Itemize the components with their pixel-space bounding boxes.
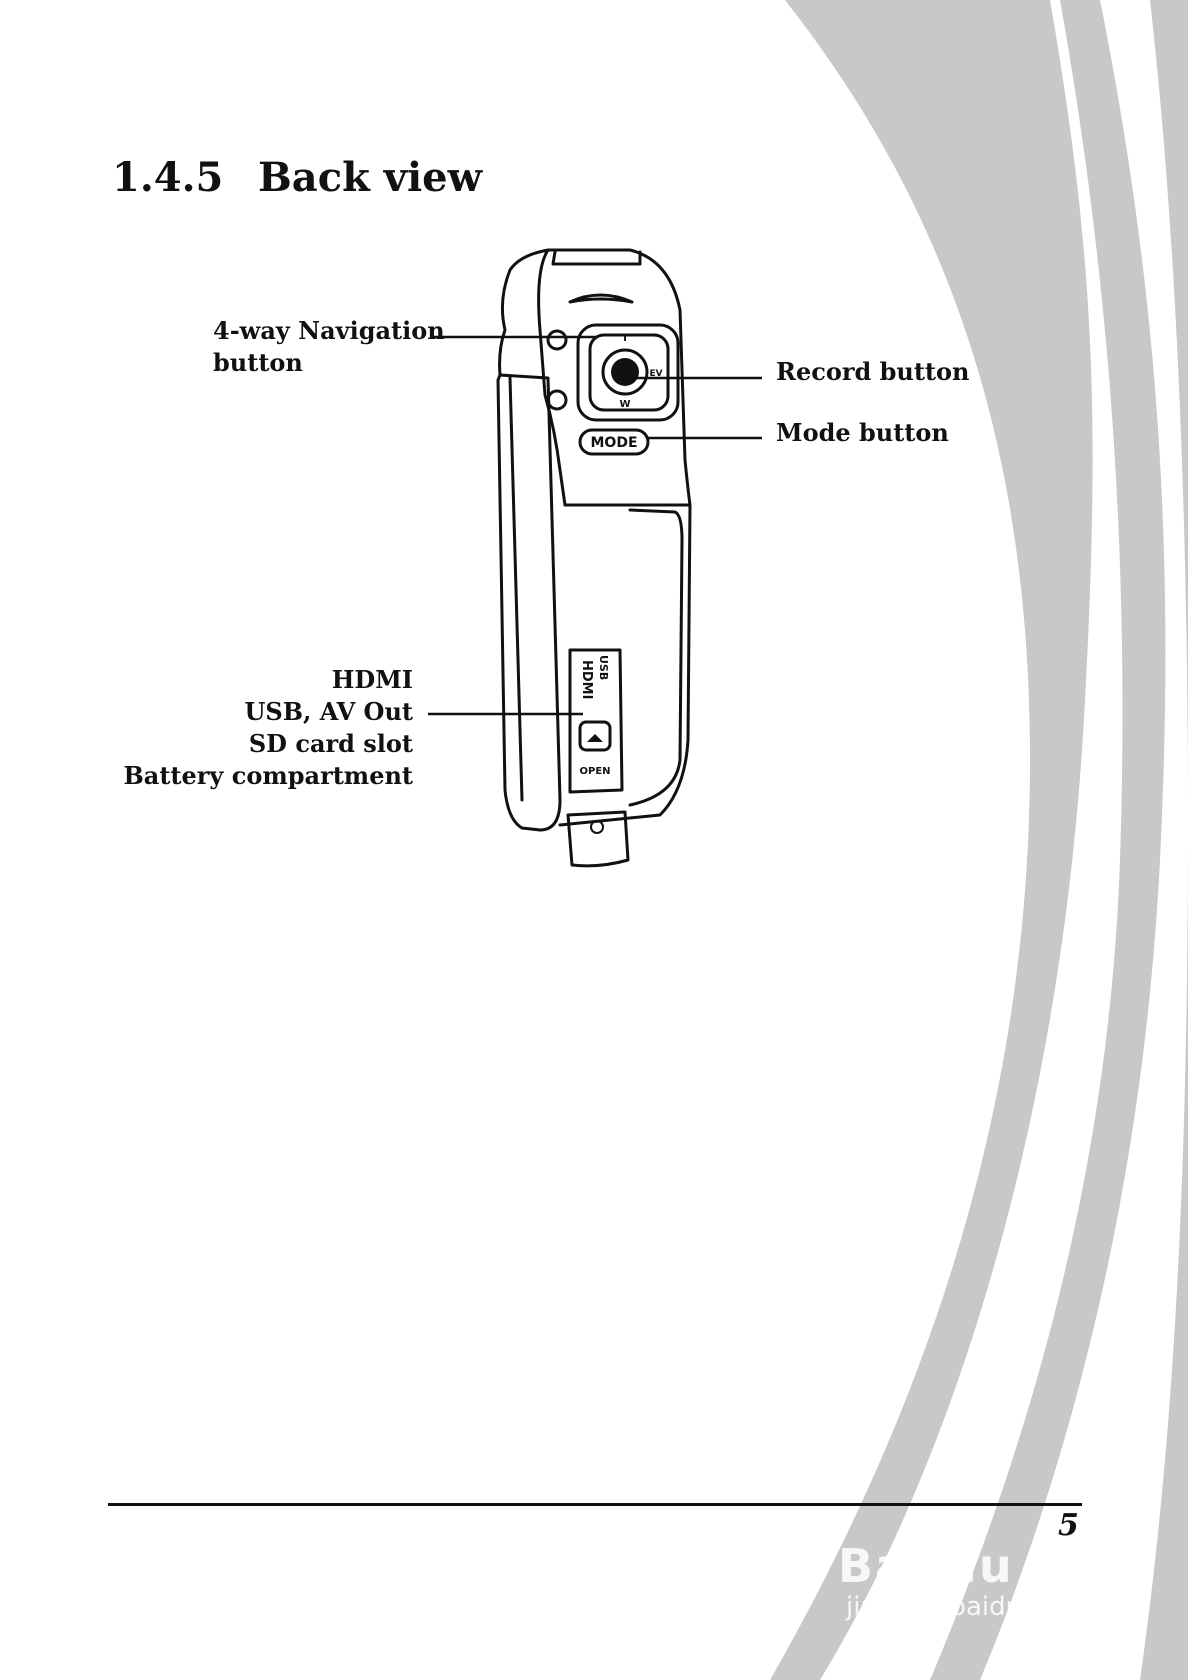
- ports-callout: HDMI USB, AV Out SD card slot Battery co…: [124, 664, 414, 792]
- navigation-callout-line-2: button: [213, 348, 303, 377]
- lcd-panel: [496, 373, 562, 832]
- usb-port-label: USB: [597, 655, 610, 680]
- nav-pad[interactable]: [576, 323, 680, 422]
- record-key-ring: [601, 348, 649, 396]
- arc-outer: [930, 0, 1166, 1680]
- tele-label: T: [622, 333, 629, 344]
- ports-callout-sd: SD card slot: [248, 729, 413, 758]
- lcd-panel-inner: [508, 376, 524, 802]
- ev-label: EV: [649, 369, 662, 379]
- lcd-hinge: [498, 248, 550, 377]
- navigation-callout-line-1: 4-way Navigation: [213, 316, 445, 345]
- battery-lid: [568, 648, 624, 794]
- navigation-button-callout: 4-way Navigation button: [213, 315, 445, 379]
- nav-pad-inner: [588, 333, 670, 412]
- wide-label: W: [619, 399, 630, 410]
- mode-button-callout: Mode button: [776, 418, 949, 447]
- ports-callout-hdmi: HDMI: [331, 665, 413, 694]
- camera-body-inner: [628, 508, 684, 807]
- speaker-slot: [568, 293, 634, 304]
- record-key[interactable]: [611, 358, 639, 386]
- camera-top-ridge: [551, 250, 642, 266]
- arc-inner: [770, 0, 1093, 1680]
- camera-body: [558, 503, 692, 827]
- open-arrow-icon: [587, 734, 603, 742]
- tripod-screw-icon: [590, 820, 604, 834]
- watermark-url: jingyan.baidu.com: [846, 1592, 1086, 1622]
- camera-base: [566, 810, 630, 868]
- watermark-brand: Bai du 经验: [838, 1539, 1128, 1593]
- mode-key-label: MODE: [590, 435, 637, 451]
- page-number: 5: [1058, 1508, 1079, 1543]
- record-button-callout: Record button: [776, 357, 970, 386]
- ports-callout-usb-av: USB, AV Out: [244, 697, 413, 726]
- side-button-bottom-icon[interactable]: [546, 389, 568, 411]
- open-label: OPEN: [579, 766, 610, 777]
- section-title: Back view: [258, 154, 483, 201]
- side-button-top-icon[interactable]: [546, 329, 568, 351]
- watermark-logo: Bai du 经验 jingyan.baidu.com: [838, 1530, 1128, 1640]
- hdmi-port-label: HDMI: [579, 660, 594, 699]
- arc-edge: [1140, 0, 1188, 1680]
- open-latch[interactable]: [578, 720, 612, 752]
- mode-key[interactable]: [578, 428, 650, 456]
- section-number: 1.4.5: [112, 154, 224, 201]
- ports-callout-battery: Battery compartment: [123, 761, 414, 790]
- footer-rule: [108, 1503, 1082, 1506]
